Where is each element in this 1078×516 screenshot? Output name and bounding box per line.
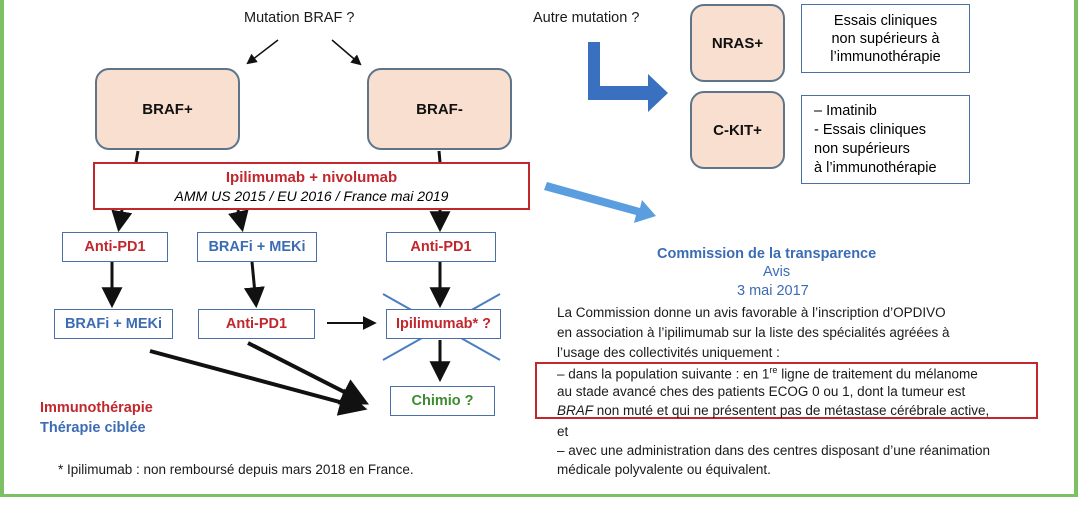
arrow-q-to-braf-pos: [246, 39, 279, 65]
chimio-label: Chimio ?: [411, 393, 474, 409]
arrow-brafi-mid-to-anti-pd1: [243, 261, 265, 309]
arrow-combo-to-anti-pd1-left: [111, 209, 133, 233]
line-braf-neg-to-combo: [437, 150, 442, 163]
frame-border-left: [0, 0, 4, 497]
nras-note-line: l’immunothérapie: [830, 48, 941, 65]
arrow-anti-pd1-mid-to-chimio: [247, 341, 369, 405]
light-blue-arrow-icon: [544, 182, 656, 223]
superscript: re: [769, 365, 778, 375]
legend-immunotherapy: Immunothérapie: [40, 400, 153, 416]
nras-note-box: Essais cliniques non supérieurs à l’immu…: [801, 4, 970, 73]
combo-subtitle: AMM US 2015 / EU 2016 / France mai 2019: [174, 187, 449, 204]
anti-pd1-mid-box: Anti-PD1: [198, 309, 315, 339]
braf-negative-label: BRAF-: [416, 100, 463, 118]
braf-negative-box: BRAF-: [367, 68, 512, 150]
highlight-text: non muté et qui ne présentent pas de mét…: [593, 403, 990, 418]
ckit-note-line: non supérieurs: [814, 140, 910, 157]
brafi-meki-left-label: BRAFi + MEKi: [64, 316, 163, 332]
commission-text-line: La Commission donne un avis favorable à …: [557, 305, 946, 320]
braf-italic: BRAF: [557, 403, 594, 418]
question-braf: Mutation BRAF ?: [244, 10, 355, 26]
anti-pd1-right-label: Anti-PD1: [410, 239, 472, 255]
ckit-note-box: – Imatinib - Essais cliniques non supéri…: [801, 95, 970, 184]
nras-box: NRAS+: [690, 4, 785, 82]
highlight-text: – dans la population suivante : en 1: [557, 366, 770, 382]
footnote: * Ipilimumab : non remboursé depuis mars…: [58, 462, 414, 477]
ckit-box: C-KIT+: [690, 91, 785, 169]
arrow-q-to-braf-neg: [331, 39, 362, 66]
combo-title: Ipilimumab + nivolumab: [225, 168, 398, 186]
nras-note-line: non supérieurs à: [831, 30, 940, 47]
brafi-meki-mid-box: BRAFi + MEKi: [197, 232, 317, 262]
anti-pd1-mid-label: Anti-PD1: [225, 316, 288, 332]
brafi-meki-left-box: BRAFi + MEKi: [54, 309, 173, 339]
commission-et: et: [557, 424, 569, 439]
ckit-note-line: - Essais cliniques: [814, 121, 927, 138]
commission-text-line: en association à l’ipilimumab sur la lis…: [557, 325, 950, 340]
highlight-text: ligne de traitement du mélanome: [777, 366, 978, 382]
ipilimumab-label: Ipilimumab* ?: [395, 316, 492, 332]
arrow-combo-to-brafi-mid: [228, 209, 249, 233]
commission-date: 3 mai 2017: [737, 283, 809, 299]
commission-text-line: l’usage des collectivités uniquement :: [557, 345, 780, 360]
commission-text-line: – avec une administration dans des centr…: [557, 443, 991, 458]
braf-positive-label: BRAF+: [142, 100, 193, 118]
ipilimumab-box: Ipilimumab* ?: [386, 309, 501, 339]
frame-border-bottom: [0, 494, 1078, 497]
chimio-box: Chimio ?: [390, 386, 495, 416]
anti-pd1-left-box: Anti-PD1: [62, 232, 168, 262]
line-braf-pos-to-combo: [134, 150, 140, 163]
highlight-line-2: au stade avancé ches des patients ECOG 0…: [557, 384, 966, 399]
nras-label: NRAS+: [711, 34, 764, 52]
commission-avis: Avis: [763, 264, 791, 280]
highlight-box: [535, 362, 1038, 419]
nras-note-line: Essais cliniques: [833, 12, 938, 29]
commission-title: Commission de la transparence: [657, 246, 877, 262]
commission-text-line: médicale polyvalente ou équivalent.: [557, 462, 771, 477]
brafi-meki-mid-label: BRAFi + MEKi: [208, 239, 306, 255]
question-other-mutation: Autre mutation ?: [533, 10, 640, 26]
braf-positive-box: BRAF+: [95, 68, 240, 150]
ckit-note-line: à l’immunothérapie: [814, 159, 937, 176]
blue-l-arrow-icon: [588, 42, 668, 112]
highlight-line-1: – dans la population suivante : en 1re l…: [557, 365, 978, 382]
anti-pd1-left-label: Anti-PD1: [84, 239, 146, 255]
ckit-note-line: – Imatinib: [814, 102, 877, 119]
anti-pd1-right-box: Anti-PD1: [386, 232, 496, 262]
frame-border-right: [1074, 0, 1078, 497]
ckit-label: C-KIT+: [713, 121, 762, 139]
combo-box: Ipilimumab + nivolumab AMM US 2015 / EU …: [93, 162, 530, 210]
legend-targeted-therapy: Thérapie ciblée: [40, 420, 146, 436]
arrow-brafi-left-to-chimio: [149, 349, 368, 416]
highlight-line-3: BRAF non muté et qui ne présentent pas d…: [557, 403, 989, 418]
